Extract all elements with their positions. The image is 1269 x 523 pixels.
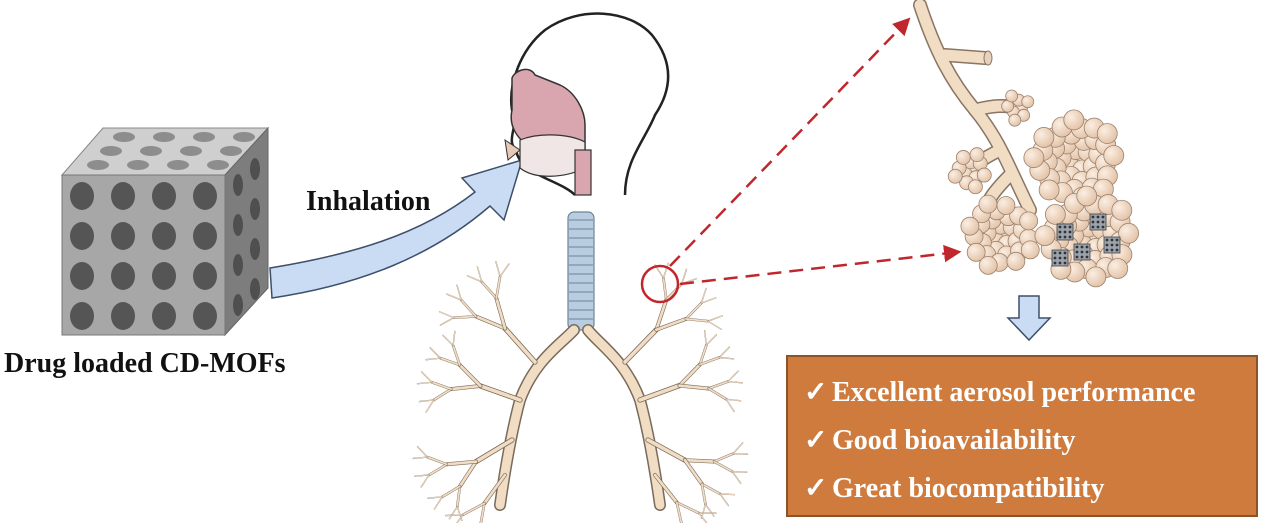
zoom-highlight-circle	[640, 264, 680, 304]
lungs-bronchi-icon	[412, 211, 749, 523]
zoom-line-upper	[669, 17, 911, 267]
benefit-item: ✓Excellent aerosol performance	[804, 369, 1256, 417]
zoom-line-lower	[679, 244, 962, 286]
inhalation-arrow	[269, 158, 524, 299]
check-icon: ✓	[804, 473, 828, 504]
benefit-item: ✓Good bioavailability	[804, 417, 1256, 465]
cube-caption: Drug loaded CD-MOFs	[4, 348, 286, 379]
down-arrow-icon	[1006, 295, 1052, 342]
head-profile-icon	[504, 12, 670, 196]
check-icon: ✓	[804, 377, 828, 408]
check-icon: ✓	[804, 425, 828, 456]
porous-cube-icon	[60, 126, 270, 337]
benefits-box: ✓Excellent aerosol performance ✓Good bio…	[786, 355, 1258, 517]
inhalation-caption: Inhalation	[306, 186, 431, 217]
alveoli-cluster-icon	[913, 0, 1139, 288]
benefit-item: ✓Great biocompatibility	[804, 465, 1256, 513]
